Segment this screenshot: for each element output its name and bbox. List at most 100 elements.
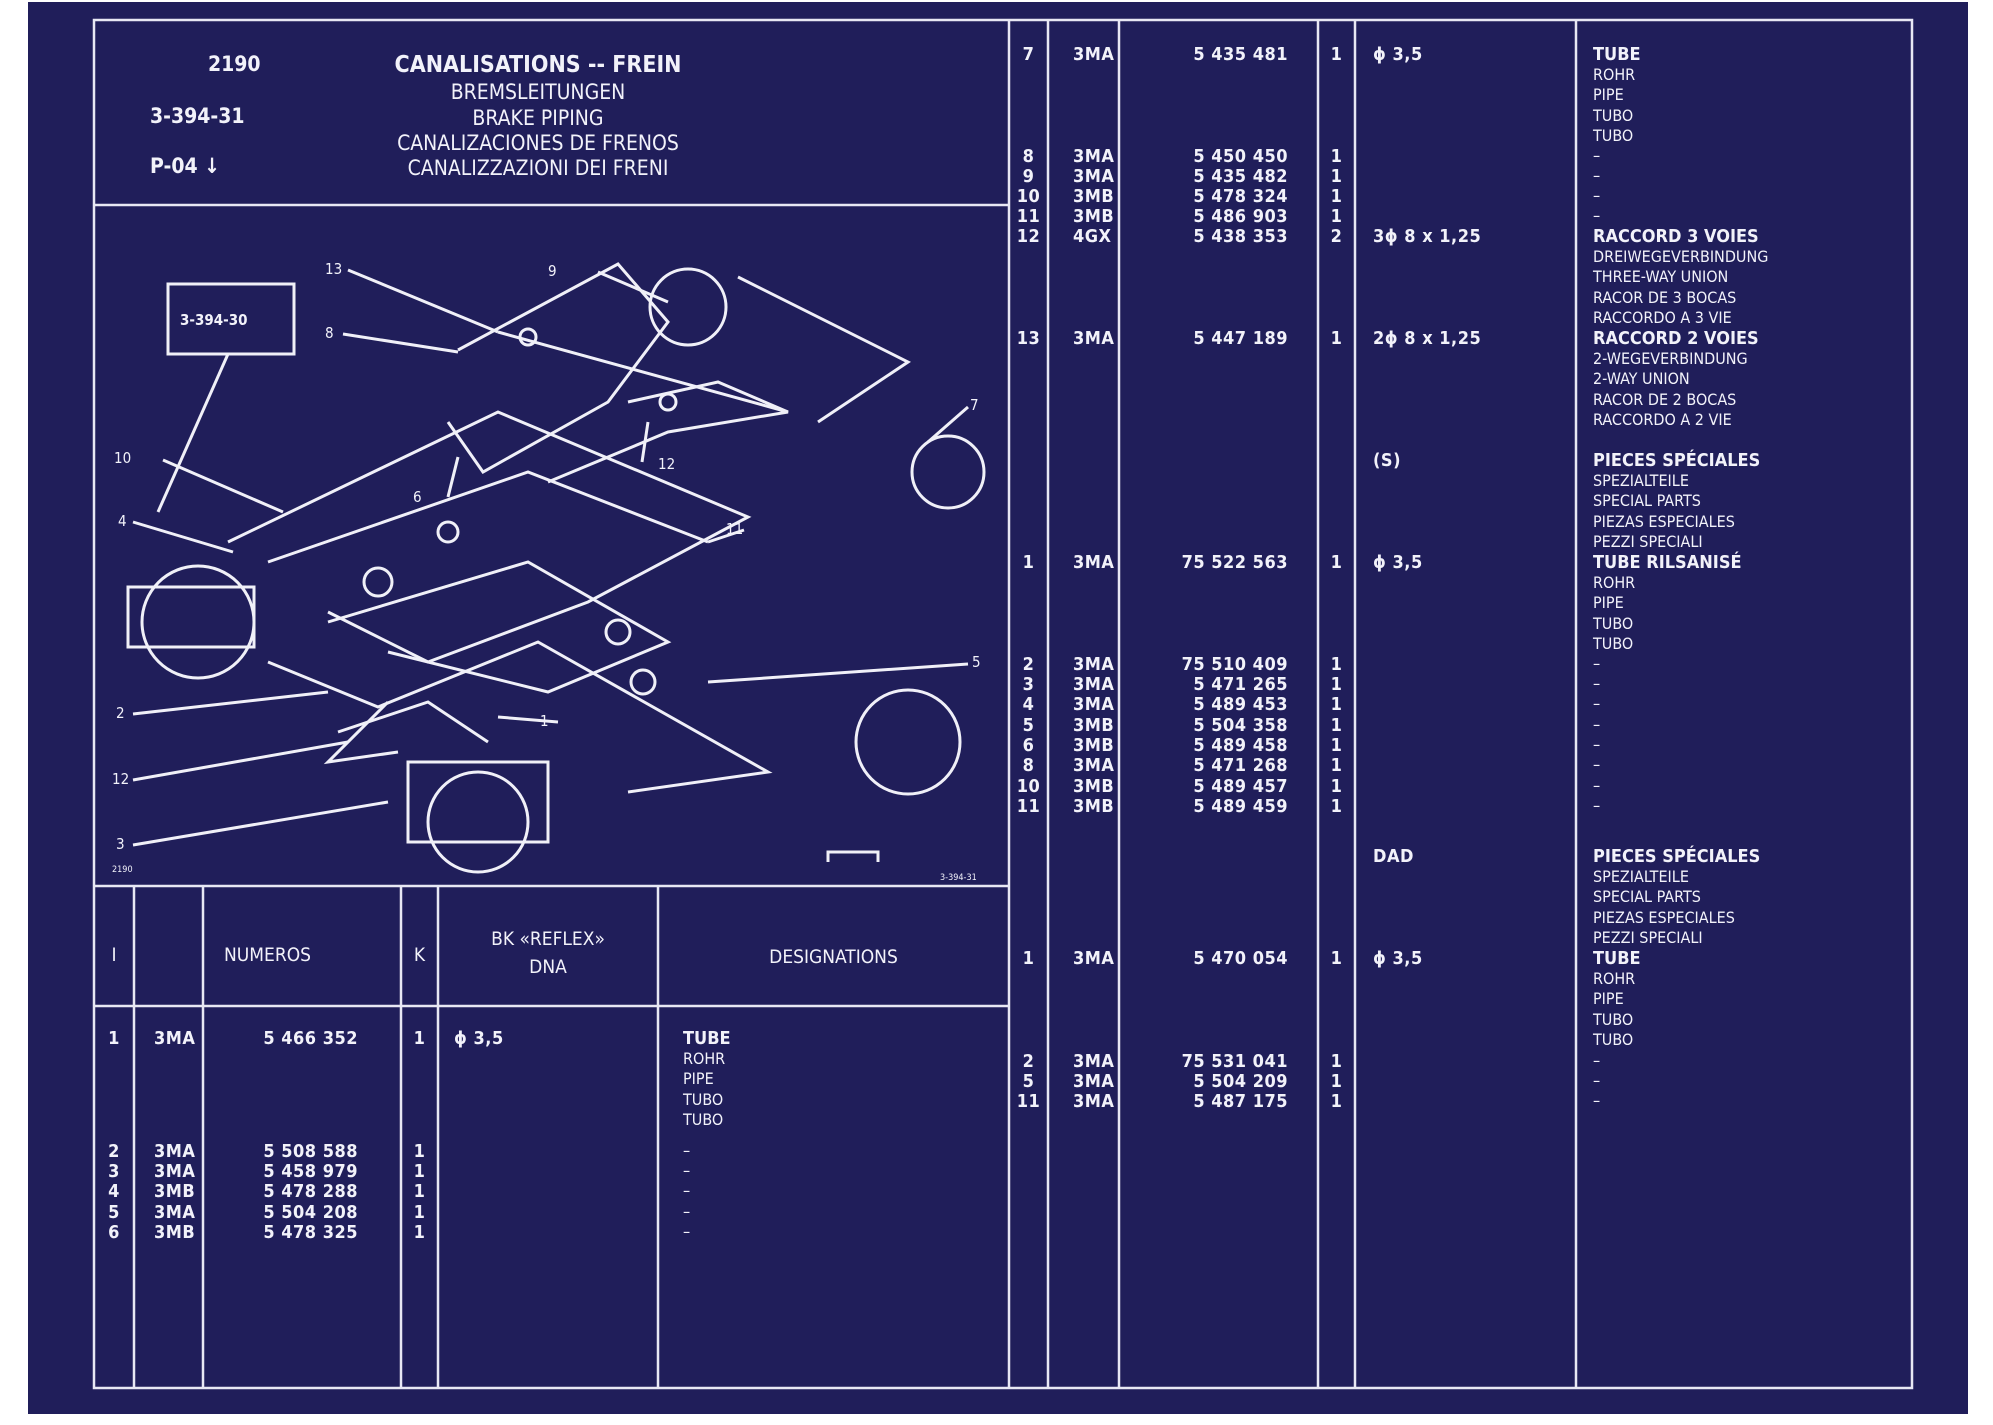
row-code: 3MB [1073, 735, 1115, 756]
row-designation-line: RACCORD 2 VOIES [1593, 328, 1759, 349]
row-quantity: 1 [413, 1222, 426, 1243]
callout-12a: 12 [658, 455, 676, 473]
row-code: 3MB [1073, 776, 1115, 797]
callout-5: 5 [972, 653, 981, 671]
row-part-number: 5 478 288 [263, 1181, 358, 1202]
row-designation-line: TUBO [1593, 1009, 1634, 1029]
row-code: 3MA [154, 1161, 196, 1182]
row-quantity: 1 [413, 1181, 426, 1202]
row-code: 3MA [1073, 44, 1115, 65]
row-part-number: 5 478 325 [263, 1222, 358, 1243]
col-header-dna: DNA [529, 956, 567, 978]
row-item-number: 8 [1022, 146, 1035, 167]
row-item-number: 4 [108, 1181, 120, 1202]
row-dimension: 2ϕ 8 x 1,25 [1373, 328, 1482, 349]
row-code: 3MA [1073, 1071, 1115, 1092]
row-designation-line: PIECES SPÉCIALES [1593, 846, 1761, 867]
row-code: 3MB [1073, 715, 1115, 736]
row-designation-line: PIPE [1593, 593, 1624, 612]
row-part-number: 75 531 041 [1181, 1051, 1288, 1072]
row-designation-line: PIEZAS ESPECIALES [1593, 511, 1735, 531]
callout-1: 1 [540, 712, 549, 730]
row-item-number: 6 [108, 1222, 120, 1243]
title-en: BRAKE PIPING [472, 106, 604, 130]
row-designation-line: – [683, 1141, 691, 1160]
row-designation-line: SPEZIALTEILE [1593, 866, 1689, 886]
row-designation-line: ROHR [1593, 572, 1636, 592]
title-de: BREMSLEITUNGEN [450, 80, 626, 104]
callout-8: 8 [325, 324, 334, 342]
row-code: 3MA [1073, 1051, 1115, 1072]
callout-4: 4 [118, 512, 127, 530]
row-quantity: 1 [1330, 796, 1343, 817]
row-quantity: 1 [1330, 948, 1343, 969]
col-header-bk: BK «REFLEX» [491, 928, 605, 950]
callout-13: 13 [325, 260, 343, 278]
callout-12b: 12 [112, 770, 130, 788]
plate-number: 3-394-31 [150, 104, 245, 128]
row-item-number: 3 [108, 1161, 120, 1182]
row-designation-line: ROHR [1593, 64, 1636, 84]
row-designation-line: TUBO [683, 1110, 724, 1129]
row-part-number: 5 470 054 [1193, 948, 1288, 969]
row-quantity: 1 [413, 1028, 426, 1049]
page-number: P-04 ↓ [150, 154, 221, 178]
row-designation-line: – [1593, 146, 1601, 165]
row-part-number: 5 504 208 [263, 1202, 358, 1223]
row-item-number: 9 [1022, 166, 1035, 187]
row-designation-line: TUBE [1593, 44, 1641, 65]
row-dimension: ϕ 3,5 [1373, 948, 1423, 969]
row-part-number: 5 471 265 [1193, 674, 1288, 695]
row-designation-line: – [683, 1202, 691, 1221]
row-designation-line: – [1593, 1071, 1601, 1090]
row-designation-line: – [683, 1161, 691, 1180]
row-quantity: 1 [1330, 1091, 1343, 1112]
row-quantity: 2 [1330, 226, 1343, 247]
row-designation-line: ROHR [683, 1048, 726, 1068]
row-part-number: 5 466 352 [263, 1028, 358, 1049]
row-item-number: 11 [1016, 1091, 1041, 1112]
row-quantity: 1 [1330, 755, 1343, 776]
row-designation-line: TUBO [683, 1089, 724, 1109]
row-part-number: 5 435 481 [1193, 44, 1288, 65]
row-code: 3MA [154, 1202, 196, 1223]
row-code: 3MA [1073, 694, 1115, 715]
row-item-number: 5 [1022, 715, 1035, 736]
row-part-number: 75 510 409 [1181, 654, 1288, 675]
col-header-numeros: NUMEROS [223, 944, 312, 966]
row-quantity: 1 [1330, 44, 1343, 65]
row-designation-line: – [683, 1222, 691, 1241]
row-dimension: ϕ 3,5 [454, 1028, 504, 1049]
row-part-number: 5 489 457 [1193, 776, 1288, 797]
row-code: 3MA [154, 1028, 196, 1049]
row-designation-line: TUBO [1593, 1030, 1634, 1049]
row-designation-line: PIECES SPÉCIALES [1593, 450, 1761, 471]
row-item-number: 8 [1022, 755, 1035, 776]
row-quantity: 1 [1330, 674, 1343, 695]
row-designation-line: – [1593, 796, 1601, 815]
row-quantity: 1 [1330, 654, 1343, 675]
row-designation-line: RACCORDO A 3 VIE [1593, 308, 1732, 327]
row-designation-line: – [1593, 674, 1601, 693]
row-designation-line: – [1593, 735, 1601, 754]
row-code: 3MA [1073, 166, 1115, 187]
row-designation-line: 2-WAY UNION [1593, 369, 1690, 388]
row-part-number: 5 489 459 [1193, 796, 1288, 817]
row-part-number: 5 486 903 [1193, 206, 1288, 227]
row-designation-line: TUBE RILSANISÉ [1593, 552, 1742, 573]
row-designation-line: – [1593, 206, 1601, 225]
row-part-number: 5 489 453 [1193, 694, 1288, 715]
callout-2: 2 [116, 704, 125, 722]
diagram-corner-right: 3-394-31 [940, 873, 977, 883]
row-quantity: 1 [413, 1141, 426, 1162]
microfiche-sheet: 2190 3-394-31 P-04 ↓ CANALISATIONS -- FR… [28, 2, 1968, 1414]
row-item-number: 6 [1022, 735, 1035, 756]
row-designation-line: – [1593, 1051, 1601, 1070]
row-code: 3MA [1073, 755, 1115, 776]
row-code: 3MA [1073, 654, 1115, 675]
row-quantity: 1 [413, 1161, 426, 1182]
row-part-number: 5 504 358 [1193, 715, 1288, 736]
row-part-number: 5 447 189 [1193, 328, 1288, 349]
row-code: 3MB [1073, 796, 1115, 817]
row-code: 3MB [154, 1181, 196, 1202]
